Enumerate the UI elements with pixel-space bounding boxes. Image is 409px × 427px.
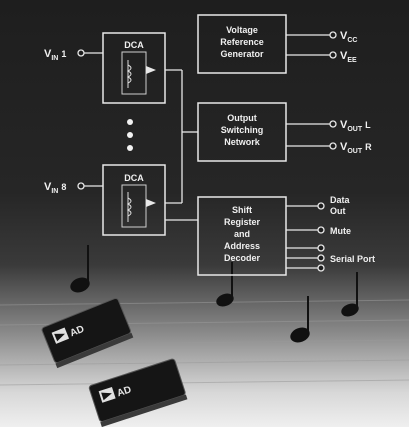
shift-register-line3: and [234, 229, 250, 239]
vcc-label: VCC [340, 30, 357, 44]
data-out-label-line2: Out [330, 206, 346, 216]
serial-port-label: Serial Port [330, 254, 375, 264]
output-switching-line1: Output [227, 113, 257, 123]
music-notes [70, 245, 359, 343]
shift-register-line1: Shift [232, 205, 252, 215]
shift-register-line4: Address [224, 241, 260, 251]
voltage-reference-line1: Voltage [226, 25, 258, 35]
data-out-label-line1: Data [330, 195, 351, 205]
ic-chip-2: AD [88, 358, 188, 427]
pin-terminals [77, 31, 337, 272]
chip-1-label: AD [68, 324, 86, 340]
voltage-reference-line2: Reference [220, 37, 264, 47]
dca-top-block: DCA [102, 32, 166, 104]
dca-bottom-block: DCA [102, 164, 166, 236]
ic-chip-1: AD [41, 297, 134, 369]
output-switching-block: Output Switching Network [197, 102, 287, 162]
dca-top-label: DCA [124, 40, 144, 50]
ellipsis-dots [127, 119, 133, 151]
mute-label: Mute [330, 226, 351, 236]
dca-bottom-label: DCA [124, 173, 144, 183]
shift-register-block: Shift Register and Address Decoder [197, 196, 287, 276]
chip-2-label: AD [116, 384, 133, 399]
voltage-reference-block: Voltage Reference Generator [197, 14, 287, 74]
voltage-reference-line3: Generator [220, 49, 264, 59]
vee-label: VEE [340, 50, 357, 64]
output-switching-line3: Network [224, 137, 261, 147]
shift-register-line2: Register [224, 217, 261, 227]
connections [84, 34, 330, 269]
output-switching-line2: Switching [221, 125, 264, 135]
shift-register-line5: Decoder [224, 253, 261, 263]
